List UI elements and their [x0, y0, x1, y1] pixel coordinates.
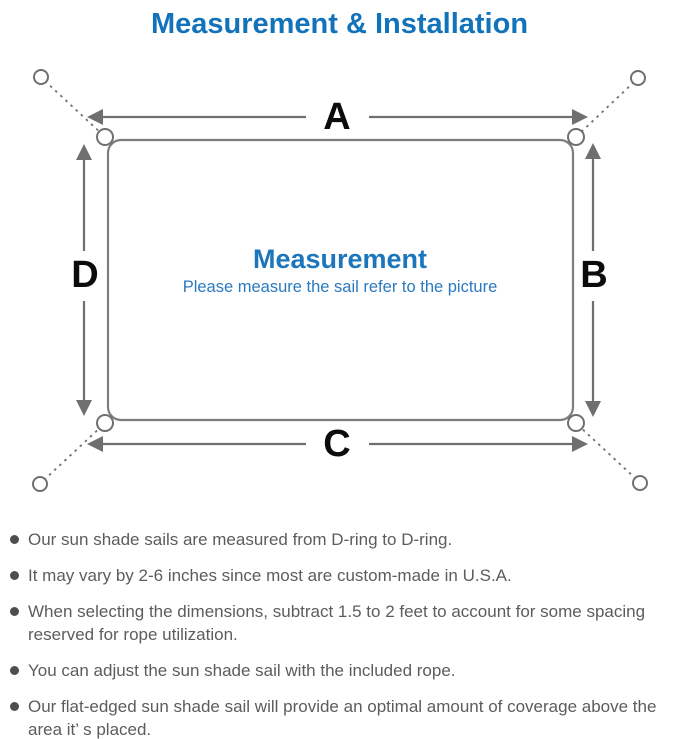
dimension-c: C [87, 423, 588, 465]
note-text: Our sun shade sails are measured from D-… [28, 530, 453, 549]
tether-bottom-right-line [577, 424, 637, 480]
anchor-ring-top-left-icon [33, 69, 49, 85]
diagram-center-subtitle: Please measure the sail refer to the pic… [183, 278, 498, 296]
arrow-down-icon [76, 400, 92, 416]
page-title: Measurement & Installation [150, 8, 529, 40]
arrow-left-icon [87, 109, 103, 125]
d-ring-bottom-right-icon [567, 414, 585, 432]
note-item: Our flat-edged sun shade sail will provi… [10, 695, 671, 739]
d-ring-top-right-icon [567, 128, 585, 146]
tether-top-left-line [44, 80, 104, 136]
dimension-b: B [580, 143, 608, 417]
dimension-label-d: D [71, 254, 98, 296]
dimension-label-a: A [323, 96, 350, 138]
bullet-icon [10, 571, 19, 580]
anchor-ring-bottom-right-icon [632, 475, 648, 491]
d-ring-top-left-icon [96, 128, 114, 146]
bullet-icon [10, 607, 19, 616]
anchor-points [32, 69, 648, 492]
dimension-a: A [87, 96, 588, 138]
note-item: When selecting the dimensions, subtract … [10, 600, 671, 646]
note-text: Our flat-edged sun shade sail will provi… [28, 697, 657, 739]
dimension-d: D [71, 144, 99, 416]
bullet-icon [10, 666, 19, 675]
tether-bottom-left-line [43, 424, 104, 481]
diagram-center-title: Measurement [253, 244, 427, 274]
arrow-right-icon [572, 109, 588, 125]
tether-lines [43, 80, 637, 481]
bullet-icon [10, 535, 19, 544]
note-item: Our sun shade sails are measured from D-… [10, 528, 671, 551]
sail-outline [106, 138, 575, 422]
note-text: You can adjust the sun shade sail with t… [28, 661, 456, 680]
note-text: It may vary by 2-6 inches since most are… [28, 566, 512, 585]
dimension-label-c: C [323, 423, 350, 465]
arrow-left-icon [87, 436, 103, 452]
anchor-ring-bottom-left-icon [32, 476, 48, 492]
corner-d-rings [96, 128, 585, 432]
note-item: It may vary by 2-6 inches since most are… [10, 564, 671, 587]
note-text: When selecting the dimensions, subtract … [28, 602, 646, 644]
d-ring-bottom-left-icon [96, 414, 114, 432]
anchor-ring-top-right-icon [630, 70, 646, 86]
note-item: You can adjust the sun shade sail with t… [10, 659, 671, 682]
measurement-diagram: A C D B Measurement Please meas [32, 69, 648, 492]
arrow-up-icon [585, 143, 601, 159]
arrow-down-icon [585, 401, 601, 417]
dimension-label-b: B [580, 254, 607, 296]
bullet-icon [10, 702, 19, 711]
arrow-right-icon [572, 436, 588, 452]
arrow-up-icon [76, 144, 92, 160]
notes-list: Our sun shade sails are measured from D-… [0, 515, 679, 739]
tether-top-right-line [577, 81, 635, 136]
